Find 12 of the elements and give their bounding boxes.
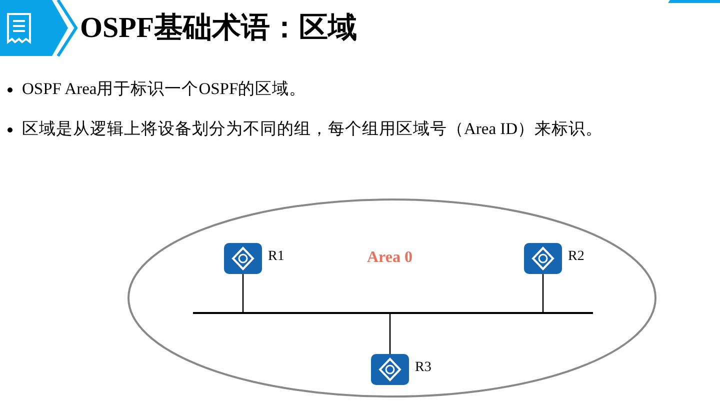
bullet-text: 区域是从逻辑上将设备划分为不同的组，每个组用区域号（Area ID）来标识。 (22, 118, 603, 140)
area-label: Area 0 (367, 249, 412, 267)
link-line (242, 274, 244, 312)
router-label: R1 (268, 249, 284, 265)
router-label: R2 (568, 249, 584, 265)
bullet-text: OSPF Area用于标识一个OSPF的区域。 (22, 78, 306, 100)
link-line (542, 274, 544, 312)
link-line (389, 314, 391, 354)
router-label: R3 (415, 360, 432, 376)
area-ellipse (127, 198, 657, 398)
network-bus-line (193, 312, 593, 314)
title: OSPF基础术语：区域 (80, 11, 358, 46)
